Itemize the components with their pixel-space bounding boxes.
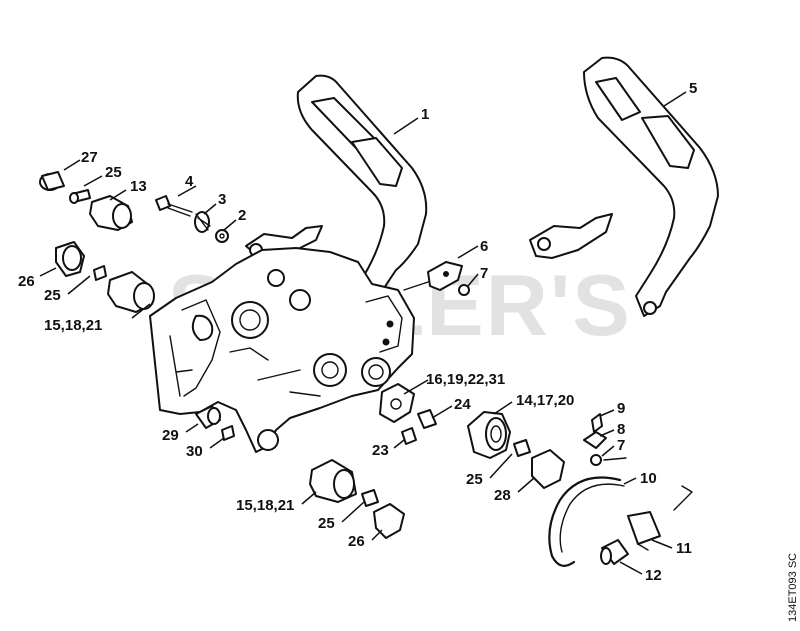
part-25-screw-bottom bbox=[361, 489, 379, 507]
part-16-mount bbox=[379, 383, 415, 423]
part-28-cap bbox=[531, 449, 565, 489]
callout-25-top: 25 bbox=[105, 164, 122, 181]
callout-6: 6 bbox=[480, 238, 488, 255]
callout-25-left: 25 bbox=[44, 287, 61, 304]
part-7-washer-bottom bbox=[590, 454, 627, 466]
part-7-washer-top bbox=[458, 284, 470, 296]
callout-4: 4 bbox=[185, 173, 194, 190]
part-3-spring bbox=[194, 211, 211, 233]
part-15-buffer-bottom bbox=[309, 459, 357, 503]
part-24-screw bbox=[417, 409, 437, 429]
part-26-cap-left bbox=[55, 241, 85, 277]
part-4-screw bbox=[155, 195, 193, 217]
part-25-screw-right bbox=[513, 439, 531, 457]
callout-15-left: 15,18,21 bbox=[44, 317, 102, 334]
part-13-buffer bbox=[89, 195, 133, 231]
callout-14: 14,17,20 bbox=[516, 392, 574, 409]
callout-10: 10 bbox=[640, 470, 657, 487]
part-14-buffer bbox=[467, 411, 511, 459]
part-5-handle bbox=[529, 56, 719, 317]
callout-2: 2 bbox=[238, 207, 246, 224]
callout-26-bottom: 26 bbox=[348, 533, 365, 550]
part-27-cap bbox=[39, 171, 65, 191]
part-6-bracket bbox=[403, 261, 463, 291]
callout-24: 24 bbox=[454, 396, 471, 413]
part-10-brake-band bbox=[548, 476, 693, 567]
callout-13: 13 bbox=[130, 178, 147, 195]
callout-23: 23 bbox=[372, 442, 389, 459]
callout-26-left: 26 bbox=[18, 273, 35, 290]
callout-7-top: 7 bbox=[480, 265, 488, 282]
callout-29: 29 bbox=[162, 427, 179, 444]
part-23-screw bbox=[401, 427, 417, 445]
callout-3: 3 bbox=[218, 191, 226, 208]
part-25-screw-top bbox=[69, 189, 91, 204]
part-9-pin bbox=[591, 413, 603, 433]
diagram-code: 134ET093 SC bbox=[787, 553, 799, 622]
part-12-sleeve bbox=[600, 539, 629, 565]
part-30-screw bbox=[221, 425, 235, 441]
part-25-screw-left bbox=[93, 265, 107, 281]
callout-27: 27 bbox=[81, 149, 98, 166]
callout-11: 11 bbox=[676, 540, 692, 557]
callout-12: 12 bbox=[645, 567, 662, 584]
part-11-spring bbox=[627, 511, 661, 551]
callout-9: 9 bbox=[617, 400, 625, 417]
part-2-washer bbox=[215, 229, 229, 243]
leader-lines bbox=[39, 91, 687, 575]
callout-1: 1 bbox=[421, 106, 429, 123]
callout-28: 28 bbox=[494, 487, 511, 504]
callout-7-bottom: 7 bbox=[617, 437, 625, 454]
part-29-sleeve bbox=[195, 405, 221, 429]
callout-15-bottom: 15,18,21 bbox=[236, 497, 294, 514]
callout-16: 16,19,22,31 bbox=[426, 371, 505, 388]
callout-25-right: 25 bbox=[466, 471, 483, 488]
callout-25-bottom: 25 bbox=[318, 515, 335, 532]
callout-30: 30 bbox=[186, 443, 203, 460]
part-15-buffer-left bbox=[107, 271, 155, 313]
callout-8: 8 bbox=[617, 421, 625, 438]
engine-housing bbox=[149, 247, 415, 453]
callout-5: 5 bbox=[689, 80, 697, 97]
